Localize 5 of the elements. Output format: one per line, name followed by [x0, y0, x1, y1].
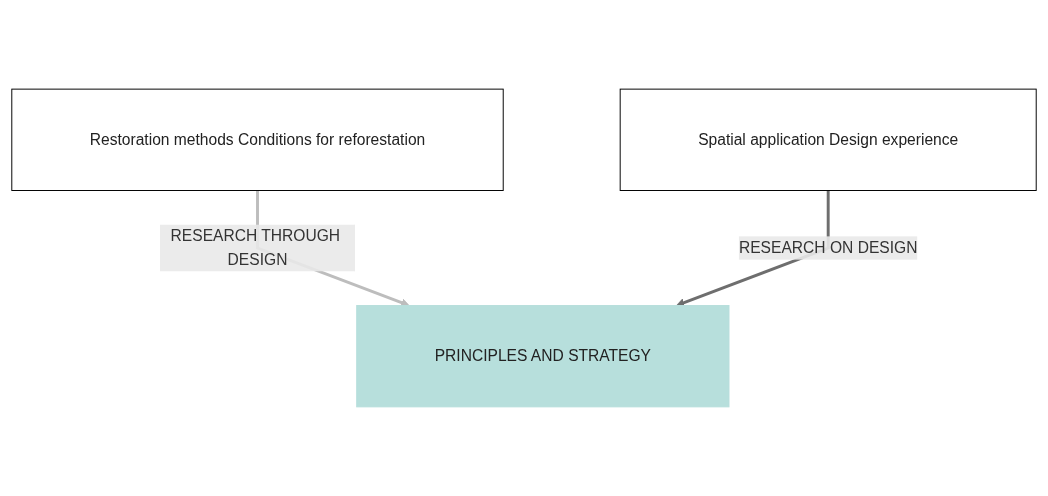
edge-label: RESEARCH THROUGH DESIGN [170, 227, 341, 268]
node-box: Spatial application Design experience [619, 88, 1037, 191]
node-box: PRINCIPLES AND STRATEGY [356, 305, 730, 408]
node-box: Restoration methods Conditions for reforestation [11, 88, 504, 191]
edge-label: RESEARCH ON DESIGN [738, 239, 918, 256]
